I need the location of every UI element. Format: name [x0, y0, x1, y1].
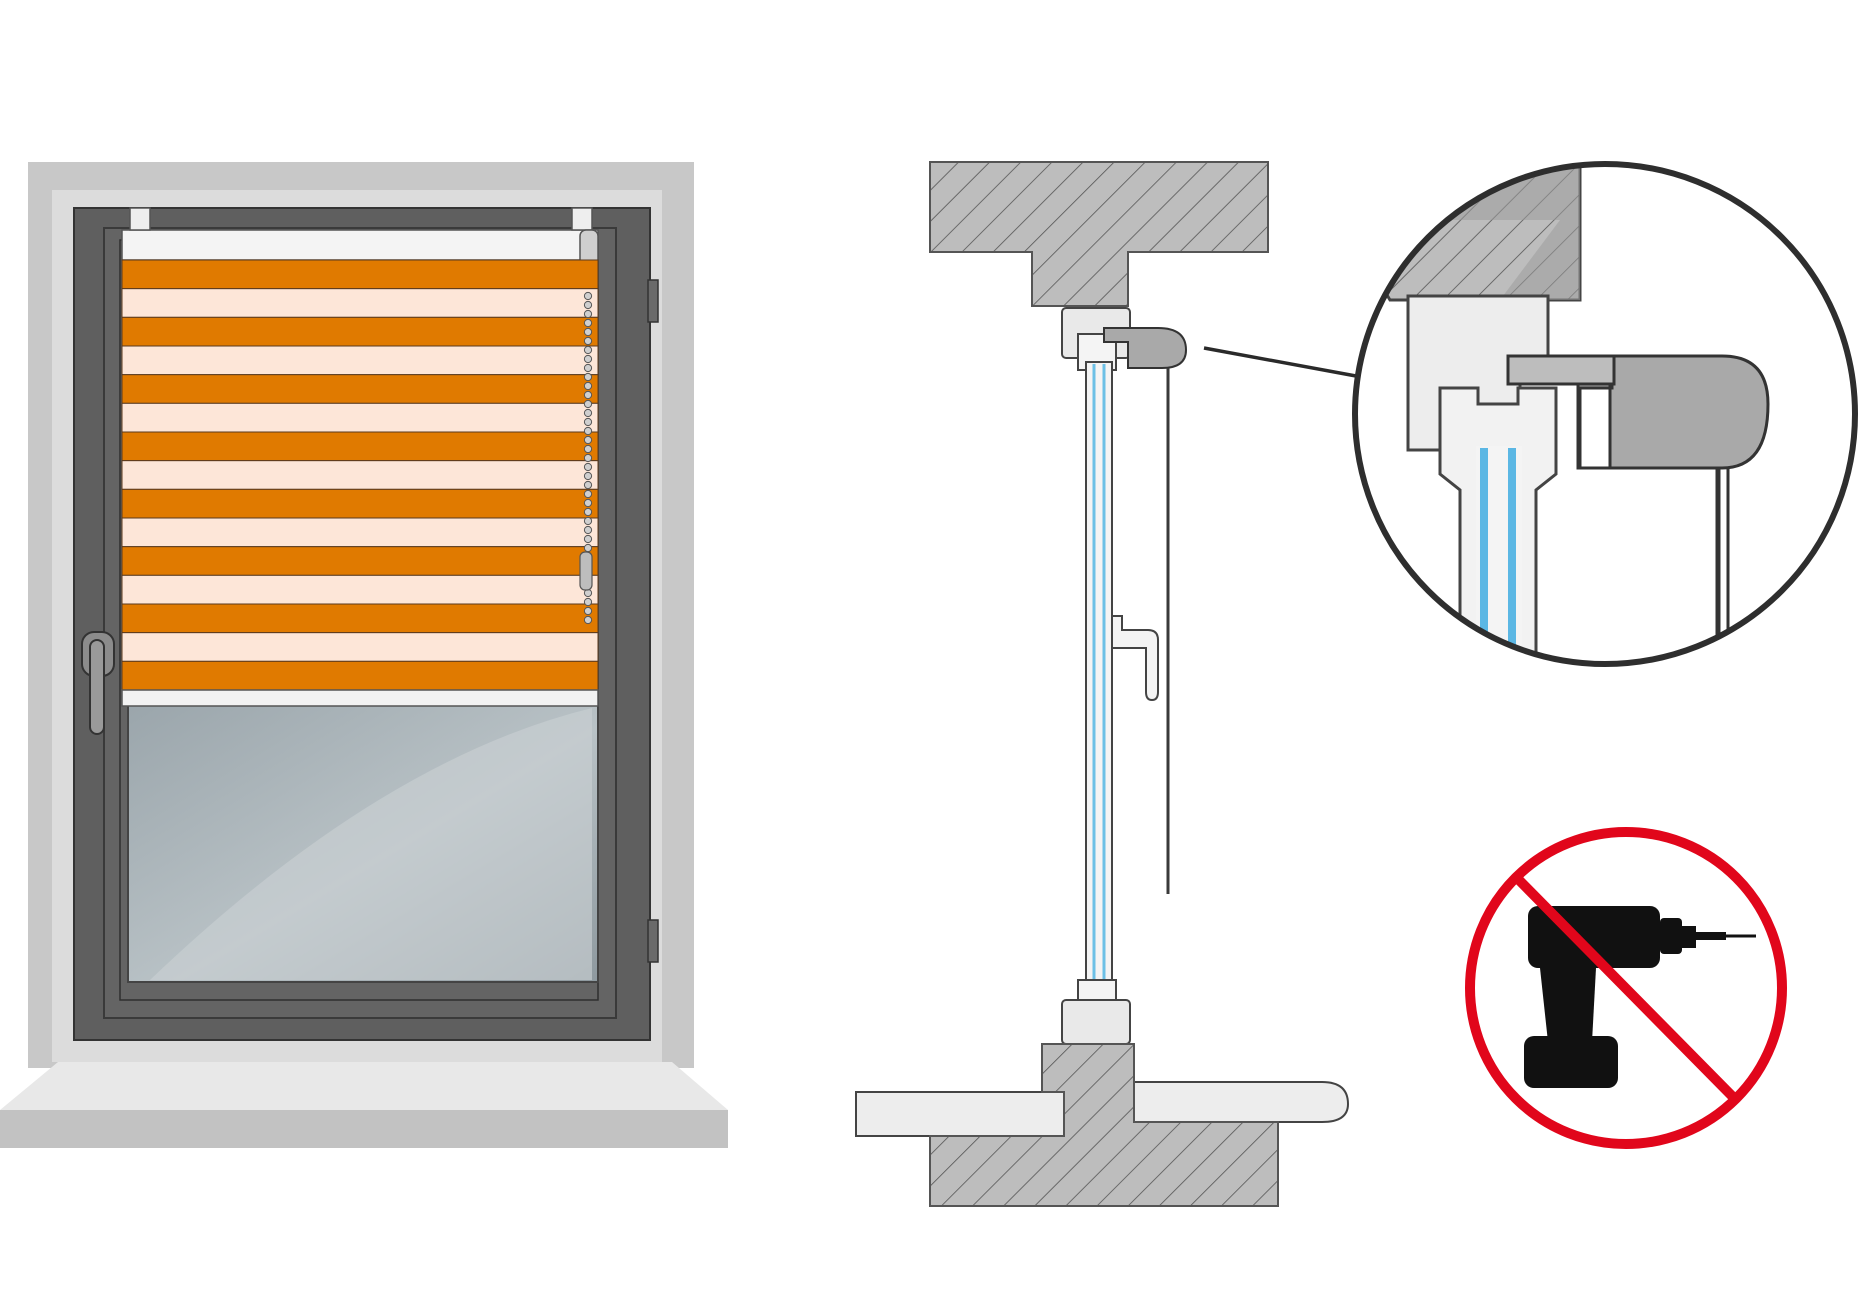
zoom-leader-line — [1203, 346, 1357, 378]
clamp-bracket-cross-section — [1103, 327, 1188, 369]
chain-bead — [583, 606, 593, 616]
blind-stripe-light — [121, 517, 599, 548]
blind-fabric — [121, 259, 599, 691]
prohibition-circle — [1465, 827, 1787, 1149]
lintel-section — [929, 161, 1269, 307]
hinge-top — [647, 279, 659, 323]
chain-bead — [583, 444, 593, 454]
handle-section — [1111, 615, 1159, 702]
chain-bead — [583, 363, 593, 373]
sill-wall-section — [929, 1043, 1279, 1207]
chain-bead — [583, 534, 593, 544]
chain-bead — [583, 399, 593, 409]
blind-stripe-dark — [121, 603, 599, 634]
blind-stripe-dark — [121, 488, 599, 519]
blind-stripe-light — [121, 402, 599, 433]
blind-stripe-dark — [121, 259, 599, 290]
chain-bead — [583, 462, 593, 472]
chain-bead — [583, 291, 593, 301]
chain-bead — [583, 318, 593, 328]
chain-bead — [583, 300, 593, 310]
blind-stripe-light — [121, 288, 599, 318]
chain-bead — [583, 507, 593, 517]
blind-bottom-rail — [121, 689, 599, 707]
chain-bead — [583, 471, 593, 481]
chain-bead — [583, 543, 593, 553]
window-sill-front — [0, 1110, 728, 1148]
detail-zoom — [1352, 161, 1858, 667]
blind-stripe-dark — [121, 431, 599, 462]
chain-connector — [579, 551, 593, 591]
blind-stripe-light — [121, 345, 599, 376]
chain-bead — [583, 426, 593, 436]
chain-bead — [583, 615, 593, 625]
chain-bead — [583, 525, 593, 535]
blind-stripe-dark — [121, 660, 599, 691]
chain-bead — [583, 453, 593, 463]
chain-bead — [583, 417, 593, 427]
window-sill — [0, 1062, 728, 1110]
chain-bead — [583, 489, 593, 499]
chain-bead — [583, 336, 593, 346]
blind-stripe-light — [121, 574, 599, 605]
chain-bead — [583, 354, 593, 364]
cross-section-view — [855, 161, 1357, 1207]
chain-bead — [583, 597, 593, 607]
no-drilling-sign — [1465, 827, 1787, 1149]
bead-chain — [583, 291, 593, 625]
exterior-sill — [855, 1091, 1065, 1137]
hinge-bottom — [647, 919, 659, 963]
bottom-frame-profile — [1061, 979, 1131, 1045]
glass-pane-section — [1085, 361, 1113, 985]
prohibition-slash — [1513, 874, 1738, 1102]
blind-stripe-dark — [121, 546, 599, 576]
chain-bead — [583, 309, 593, 319]
blind-stripe-light — [121, 460, 599, 490]
blind-stripe-dark — [121, 374, 599, 404]
chain-bead — [583, 435, 593, 445]
chain-bead — [583, 480, 593, 490]
chain-bead — [583, 372, 593, 382]
chain-bead — [583, 516, 593, 526]
window-handle — [81, 631, 115, 735]
chain-bead — [583, 345, 593, 355]
chain-bead — [583, 498, 593, 508]
zoom-circle-outline — [1352, 161, 1858, 667]
blind-stripe-light — [121, 632, 599, 662]
window-blind-view — [0, 162, 728, 1148]
chain-bead — [583, 327, 593, 337]
chain-bead — [583, 381, 593, 391]
blind-stripe-dark — [121, 316, 599, 347]
chain-bead — [583, 408, 593, 418]
chain-bead — [583, 390, 593, 400]
glass-reflection — [150, 708, 592, 980]
blind-head-rail — [121, 229, 599, 261]
interior-sill — [1127, 1081, 1350, 1123]
